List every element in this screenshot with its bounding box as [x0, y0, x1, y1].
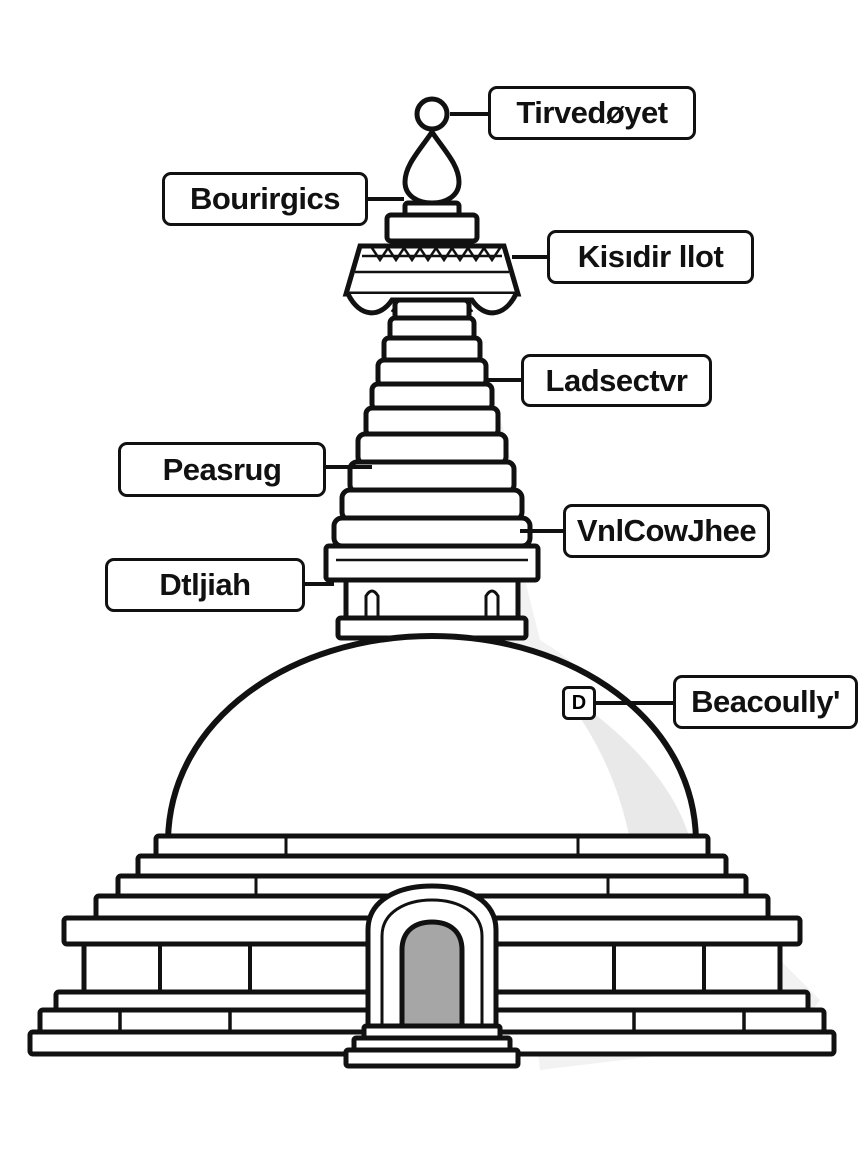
finial [402, 96, 462, 206]
label-dome-right: Beacoully' [673, 675, 858, 729]
doorway [365, 883, 499, 1033]
leader-lines [303, 112, 675, 705]
dome-marker: D [562, 686, 596, 720]
label-harmika-left: Dtljiah [105, 558, 305, 612]
label-top-right: Tirvedøyet [488, 86, 696, 140]
label-rings-right: Ladsectvr [521, 354, 712, 407]
harmika [323, 543, 541, 641]
crown-discs [384, 200, 480, 244]
label-upper-left: Bourirgics [162, 172, 368, 226]
dome [164, 632, 700, 843]
front-stairs [343, 1023, 521, 1069]
label-rings-left: Peasrug [118, 442, 326, 497]
label-crown-right: Kisıdir llot [547, 230, 754, 284]
label-collar-right: VnlCowJhee [563, 504, 770, 558]
